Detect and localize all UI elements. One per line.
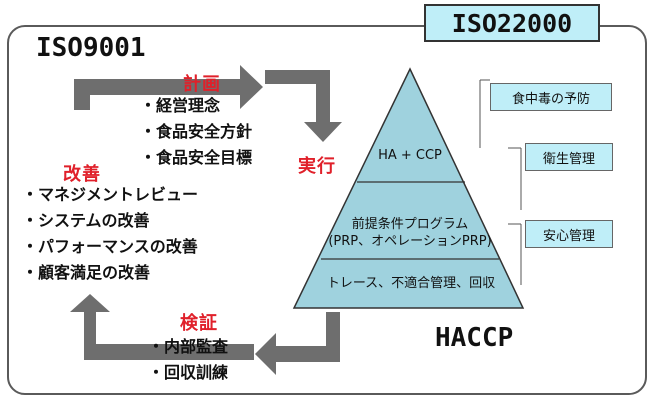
pyramid-tier-bottom: トレース、不適合管理、回収 xyxy=(308,275,514,292)
cycle-arrow-plan xyxy=(74,65,263,110)
check-heading: 検証 xyxy=(180,313,218,334)
iso22000-badge: ISO22000 xyxy=(424,4,600,42)
plan-list: 経営理念 食品安全方針 食品安全目標 xyxy=(140,93,252,171)
tier-middle-line-2: (PRP、オペレーションPRP) xyxy=(328,234,492,249)
check-item: 内部監査 xyxy=(148,334,228,360)
plan-item: 食品安全方針 xyxy=(140,119,252,145)
pyramid-tier-middle: 前提条件プログラム (PRP、オペレーションPRP) xyxy=(318,216,502,250)
act-item: 顧客満足の改善 xyxy=(22,260,198,286)
cycle-arrow-check xyxy=(255,312,340,375)
plan-heading: 計画 xyxy=(183,74,221,95)
iso9001-title: ISO9001 xyxy=(36,33,146,63)
haccp-label: HACCP xyxy=(435,323,514,353)
check-list: 内部監査 回収訓練 xyxy=(148,334,228,386)
plan-item: 経営理念 xyxy=(140,93,252,119)
tier-middle-line-1: 前提条件プログラム xyxy=(351,217,469,232)
act-item: パフォーマンスの改善 xyxy=(22,234,198,260)
act-item: システムの改善 xyxy=(22,208,198,234)
callout-hygiene: 衛生管理 xyxy=(525,143,613,171)
act-item: マネジメントレビュー xyxy=(22,182,198,208)
act-heading: 改善 xyxy=(63,164,101,185)
pyramid-shape xyxy=(292,67,525,309)
callout-food-poisoning: 食中毒の予防 xyxy=(490,83,612,111)
cycle-arrow-do xyxy=(265,70,342,142)
tier-bottom-line: トレース、不適合管理、回収 xyxy=(326,276,496,291)
do-heading: 実行 xyxy=(298,156,336,177)
plan-item: 食品安全目標 xyxy=(140,145,252,171)
callout-assurance: 安心管理 xyxy=(525,220,613,248)
act-list: マネジメントレビュー システムの改善 パフォーマンスの改善 顧客満足の改善 xyxy=(22,182,198,286)
check-item: 回収訓練 xyxy=(148,360,228,386)
pyramid-tier-top: HA + CCP xyxy=(352,147,468,164)
tier-top-line: HA + CCP xyxy=(378,148,442,163)
